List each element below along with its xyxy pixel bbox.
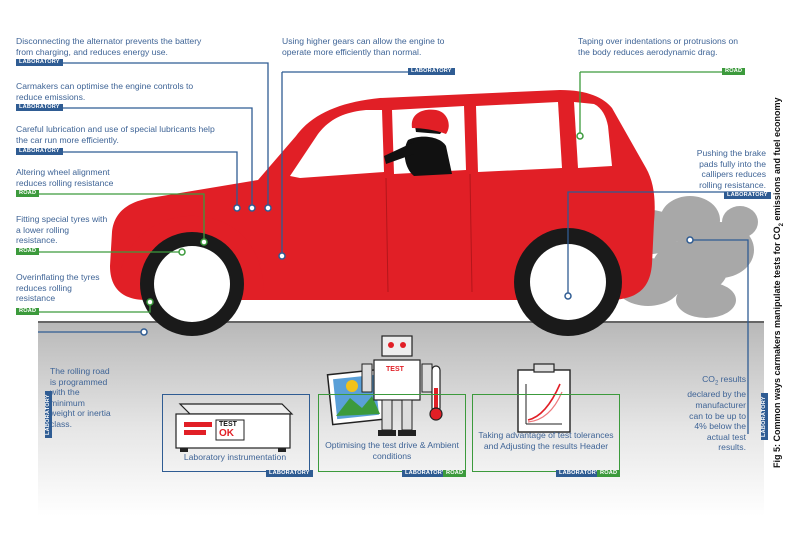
taping-text: Taping over indentations or protrusions … (578, 36, 739, 57)
lubrication-text: Careful lubrication and use of special l… (16, 124, 215, 145)
leader-dot (248, 204, 256, 212)
device-test-label: TEST (219, 421, 237, 428)
leader-dot (233, 204, 241, 212)
tolerances-tag-lab: LABORATORY (556, 470, 603, 477)
co2-results-prefix: CO (702, 374, 715, 384)
test-drive-box (318, 394, 466, 472)
overinflating-tag: ROAD (16, 308, 40, 315)
overinflating-text: Overinflating the tyres reduces rolling … (16, 272, 100, 304)
front-wheel (140, 232, 244, 336)
tolerances-tag-road: ROAD (597, 470, 621, 477)
co2-results-text: CO2 results declared by the manufacturer… (680, 374, 746, 453)
alignment-tag: ROAD (16, 190, 40, 197)
gears-tag: LABORATORY (408, 68, 455, 75)
leader-dot (564, 292, 572, 300)
leader-line (690, 239, 749, 434)
alignment-text: Altering wheel alignment reduces rolling… (16, 167, 114, 188)
test-drive-tag-lab: LABORATORY (402, 470, 449, 477)
robot-test-label: TEST (386, 366, 404, 373)
rear-side-window (476, 102, 562, 172)
leader-line (16, 62, 269, 208)
co2-results-sub: 2 (714, 380, 719, 387)
leader-line (16, 151, 238, 208)
instrumentation-tag: LABORATORY (266, 470, 313, 477)
engine-controls-text: Carmakers can optimise the engine contro… (16, 81, 194, 102)
test-drive-caption: Optimising the test drive & Ambient cond… (325, 440, 459, 461)
rolling-road-tag: LABORATORY (45, 391, 52, 438)
brakes-tag: LABORATORY (724, 192, 771, 199)
brakes-text: Pushing the brake pads fully into the ca… (696, 148, 766, 190)
rear-window (574, 102, 612, 168)
rolling-road-tag-wrap: LABORATORY (36, 391, 54, 438)
lubrication-tag: LABORATORY (16, 148, 63, 155)
thermometer (429, 365, 443, 421)
figure-caption: Fig 5: Common ways carmakers manipulate … (772, 98, 785, 468)
clipboard-graph (517, 363, 571, 433)
tyres-text: Fitting special tyres with a lower rolli… (16, 214, 108, 246)
leader-dot (576, 132, 584, 140)
door-line (385, 177, 389, 293)
taping-tag: ROAD (722, 68, 746, 75)
test-robot (361, 335, 433, 436)
figure-caption-sub: 2 (778, 223, 785, 227)
alternator-tag: LABORATORY (16, 59, 63, 66)
figure-caption-b: emissions and fuel economy (772, 97, 782, 224)
tolerances-box (472, 394, 620, 472)
door-line (469, 173, 473, 293)
tyres-tag: ROAD (16, 248, 40, 255)
gears-text: Using higher gears can allow the engine … (282, 36, 445, 57)
leader-dot (686, 236, 694, 244)
leader-line (567, 191, 764, 296)
leader-dot (264, 204, 272, 212)
test-drive-tag-road: ROAD (443, 470, 467, 477)
leader-line (16, 193, 205, 242)
co2-results-tag-wrap: LABORATORY (752, 393, 770, 440)
rolling-road-text: The rolling road is programmed with the … (50, 366, 111, 429)
co2-results-rest: results declared by the manufacturer can… (687, 374, 746, 453)
engine-controls-tag: LABORATORY (16, 104, 63, 111)
instrumentation-caption: Laboratory instrumentation (183, 452, 287, 462)
leader-dot (200, 238, 208, 246)
leader-line (16, 107, 253, 208)
device-ok-label: OK (219, 428, 234, 439)
driver-helmet (411, 109, 449, 134)
windshield-window (290, 110, 384, 178)
tolerances-caption: Taking advantage of test tolerances and … (478, 430, 614, 451)
instrumentation-box (162, 394, 310, 472)
figure-caption-a: Fig 5: Common ways carmakers manipulate … (772, 226, 782, 468)
leader-dot (278, 252, 286, 260)
lab-instrument-device (175, 403, 294, 452)
leader-dot (178, 248, 186, 256)
co2-results-tag: LABORATORY (761, 393, 768, 440)
alternator-text: Disconnecting the alternator prevents th… (16, 36, 202, 57)
leader-dot (140, 328, 148, 336)
leader-dot (146, 298, 154, 306)
